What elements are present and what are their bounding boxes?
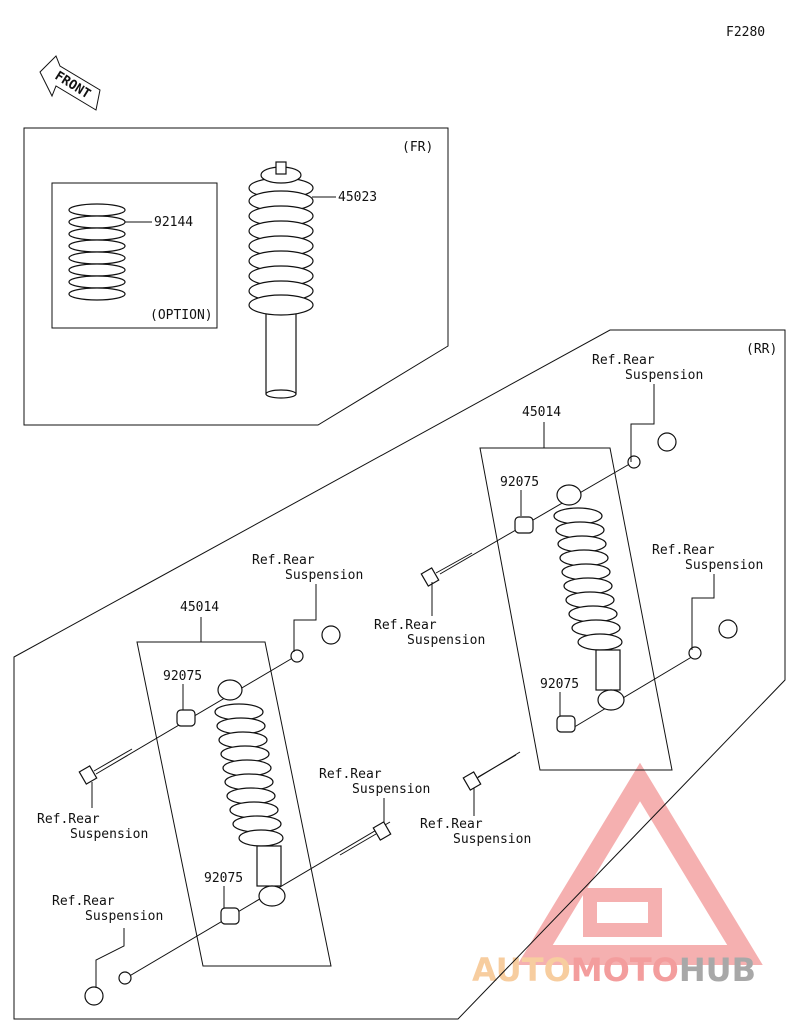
ref-label-right-top-l2: Suspension <box>625 368 703 383</box>
front-section: (FR) (OPTION) 92144 <box>23 127 449 426</box>
rear-section-border <box>13 329 786 1020</box>
bushing-92075-left-bottom-icon <box>220 907 240 925</box>
ref-label-left-mid-l1: Ref.Rear <box>319 767 382 782</box>
nut-left-bottom-icon <box>84 986 104 1006</box>
ref-label-left-top-l2: Suspension <box>285 568 363 583</box>
washer-left-top-icon <box>290 649 304 663</box>
watermark-moto: MOTO <box>571 951 679 989</box>
front-arrow-icon <box>39 55 101 111</box>
watermark-auto: AUTO <box>472 951 571 989</box>
ref-label-right-bottom-l1: Ref.Rear <box>420 817 483 832</box>
option-box <box>51 182 218 329</box>
part-label-92075-left-top: 92075 <box>163 669 202 684</box>
watermark-logo: AUTOMOTOHUB <box>472 762 763 989</box>
option-label: (OPTION) <box>150 308 213 323</box>
rear-shock-right: 45014 <box>374 353 763 847</box>
part-label-45014-right: 45014 <box>522 405 561 420</box>
ref-label-right-left-l1: Ref.Rear <box>374 618 437 633</box>
nut-right-bottom-icon <box>718 619 738 639</box>
ref-label-left-top-l1: Ref.Rear <box>252 553 315 568</box>
bushing-92075-right-top-icon <box>514 516 534 534</box>
nut-left-top-icon <box>321 625 341 645</box>
watermark-hub: HUB <box>679 951 756 989</box>
rear-shock-left: 45014 <box>37 553 430 1006</box>
front-section-tag: (FR) <box>402 140 433 155</box>
ref-label-left-left-l1: Ref.Rear <box>37 812 100 827</box>
rear-section: (RR) <box>13 329 786 1020</box>
ref-label-right-bottom-l2: Suspension <box>453 832 531 847</box>
part-label-92075-right-bottom: 92075 <box>540 677 579 692</box>
nut-right-top-icon <box>657 432 677 452</box>
washer-left-bottom-icon <box>118 971 132 985</box>
ref-label-left-left-l2: Suspension <box>70 827 148 842</box>
watermark-text: AUTOMOTOHUB <box>472 951 756 989</box>
spring-92144-icon <box>68 203 126 301</box>
watermark-inner-shape <box>583 888 662 937</box>
part-label-45014-left: 45014 <box>180 600 219 615</box>
bolt-left-top-icon <box>78 748 133 785</box>
rear-section-tag: (RR) <box>746 342 777 357</box>
bushing-92075-right-bottom-icon <box>556 715 576 733</box>
washer-right-top-icon <box>627 455 641 469</box>
rear-shock-right-icon <box>553 484 625 711</box>
front-shock-45023-icon <box>248 161 314 399</box>
bolt-right-top-icon <box>420 552 473 587</box>
bushing-92075-left-top-icon <box>176 709 196 727</box>
ref-label-right-mid-l2: Suspension <box>685 558 763 573</box>
part-label-92075-right-top: 92075 <box>500 475 539 490</box>
bolt-left-mid-icon <box>339 821 392 856</box>
front-section-border <box>23 127 449 426</box>
front-arrow: FRONT <box>39 55 101 111</box>
ref-label-right-mid-l1: Ref.Rear <box>652 543 715 558</box>
rear-shock-left-icon <box>214 679 286 907</box>
part-label-92144: 92144 <box>154 215 193 230</box>
ref-label-left-bottom-l1: Ref.Rear <box>52 894 115 909</box>
part-label-45023: 45023 <box>338 190 377 205</box>
washer-right-bottom-icon <box>688 646 702 660</box>
diagram-code: F2280 <box>726 25 765 40</box>
ref-label-left-bottom-l2: Suspension <box>85 909 163 924</box>
ref-label-right-top-l1: Ref.Rear <box>592 353 655 368</box>
ref-label-right-left-l2: Suspension <box>407 633 485 648</box>
ref-label-left-mid-l2: Suspension <box>352 782 430 797</box>
bolt-right-bottom-icon <box>462 754 517 791</box>
watermark-triangle <box>517 762 763 965</box>
part-label-92075-left-bottom: 92075 <box>204 871 243 886</box>
